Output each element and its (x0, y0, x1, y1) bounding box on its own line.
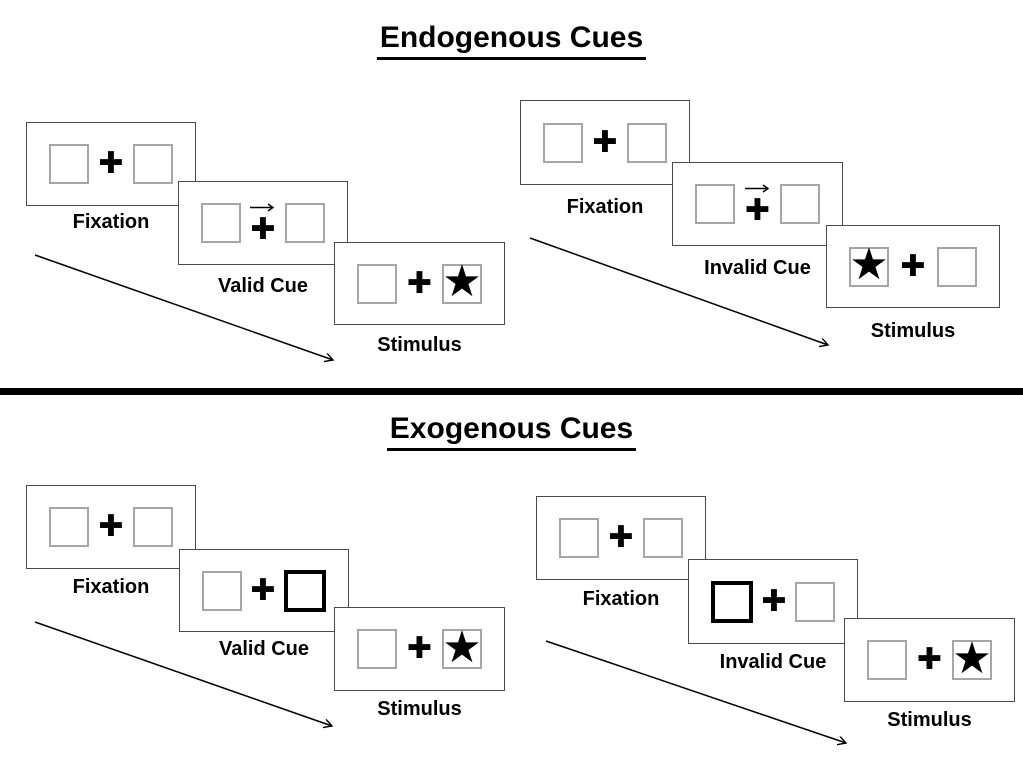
fixation-cross: ✚ (917, 645, 942, 675)
left-box (202, 570, 242, 611)
frame-label: Invalid Cue (719, 651, 827, 673)
section-exogenous-header: Exogenous Cues (0, 412, 1023, 451)
right-box: ★ (951, 632, 992, 684)
fixation-cross: ✚ (407, 634, 432, 664)
frame-label: Fixation (582, 588, 660, 610)
plus-icon: ✚ (916, 642, 943, 677)
frame-label: Stimulus (870, 320, 956, 342)
sequence-arrow-icon (529, 237, 837, 352)
plus-icon: ✚ (250, 212, 276, 247)
left-box (49, 507, 89, 547)
left-box (695, 184, 735, 224)
frame-label: Fixation (566, 196, 644, 218)
section-title-exogenous: Exogenous Cues (386, 412, 637, 451)
plus-icon: ✚ (608, 520, 634, 555)
star-icon: ★ (442, 621, 482, 673)
right-box (936, 246, 977, 287)
frame-label: Fixation (72, 576, 150, 598)
fixation-cross: ✚ (744, 182, 771, 228)
frame-label: Fixation (72, 211, 150, 233)
right-arrow-icon (250, 203, 275, 212)
plus-icon: ✚ (592, 124, 618, 160)
fixation-panel: ✚ (26, 122, 196, 206)
sequence-arrow-icon (545, 640, 856, 751)
fixation-cross: ✚ (406, 265, 433, 301)
sequence-arrow-icon (34, 621, 342, 733)
frame-label: Stimulus (887, 709, 972, 731)
cue-highlight-box (711, 580, 753, 623)
plus-icon: ✚ (761, 583, 787, 619)
fixation-cross: ✚ (250, 201, 276, 245)
left-box (357, 263, 397, 304)
frame-label: Stimulus (377, 698, 462, 720)
right-arrow-icon (744, 184, 769, 193)
plus-icon: ✚ (98, 509, 124, 544)
fixation-cross: ✚ (98, 149, 123, 179)
section-title-endogenous: Endogenous Cues (376, 21, 647, 60)
right-box (132, 507, 173, 547)
plus-icon: ✚ (406, 631, 433, 666)
right-box (626, 122, 667, 163)
frame-label: Valid Cue (218, 638, 310, 660)
left-box (357, 629, 397, 669)
plus-icon: ✚ (744, 193, 771, 228)
star-icon: ★ (952, 632, 992, 684)
fixation-cross: ✚ (250, 572, 276, 608)
right-box: ★ (441, 260, 482, 304)
frame-label: Invalid Cue (704, 257, 811, 279)
left-box (559, 518, 599, 558)
cue-panel: ✚ (179, 549, 349, 632)
plus-icon: ✚ (406, 265, 433, 301)
right-box (780, 184, 820, 224)
section-divider (0, 388, 1023, 395)
star-icon: ★ (442, 256, 482, 307)
section-endogenous-header: Endogenous Cues (0, 21, 1023, 60)
right-box (642, 518, 683, 558)
stimulus-panel: ✚ ★ (334, 607, 505, 691)
sequence-arrow-icon (34, 254, 342, 367)
stimulus-panel: ★ ✚ (826, 225, 1000, 308)
plus-icon: ✚ (250, 572, 276, 608)
left-box: ★ (849, 243, 889, 287)
right-box (132, 144, 173, 184)
left-box (201, 203, 241, 243)
left-box (867, 640, 907, 680)
star-icon: ★ (849, 239, 889, 290)
frame-label: Stimulus (377, 334, 462, 356)
stimulus-panel: ✚ ★ (844, 618, 1015, 702)
right-box: ★ (441, 621, 482, 673)
right-box (285, 203, 325, 243)
fixation-panel: ✚ (520, 100, 690, 185)
fixation-panel: ✚ (536, 496, 706, 580)
fixation-panel: ✚ (26, 485, 196, 569)
cue-panel: ✚ (688, 559, 858, 644)
cue-panel: ✚ (178, 181, 348, 265)
frame-label: Valid Cue (217, 275, 309, 297)
cue-panel: ✚ (672, 162, 843, 246)
left-box (543, 122, 583, 163)
stimulus-panel: ✚ ★ (334, 242, 505, 325)
fixation-cross: ✚ (592, 124, 618, 160)
fixation-cross: ✚ (761, 583, 787, 619)
left-box (49, 144, 89, 184)
fixation-cross: ✚ (900, 248, 926, 284)
cue-highlight-box (283, 569, 326, 612)
fixation-cross: ✚ (608, 523, 633, 553)
plus-icon: ✚ (900, 248, 926, 284)
right-box (794, 581, 835, 622)
fixation-cross: ✚ (98, 512, 123, 542)
plus-icon: ✚ (98, 146, 124, 181)
